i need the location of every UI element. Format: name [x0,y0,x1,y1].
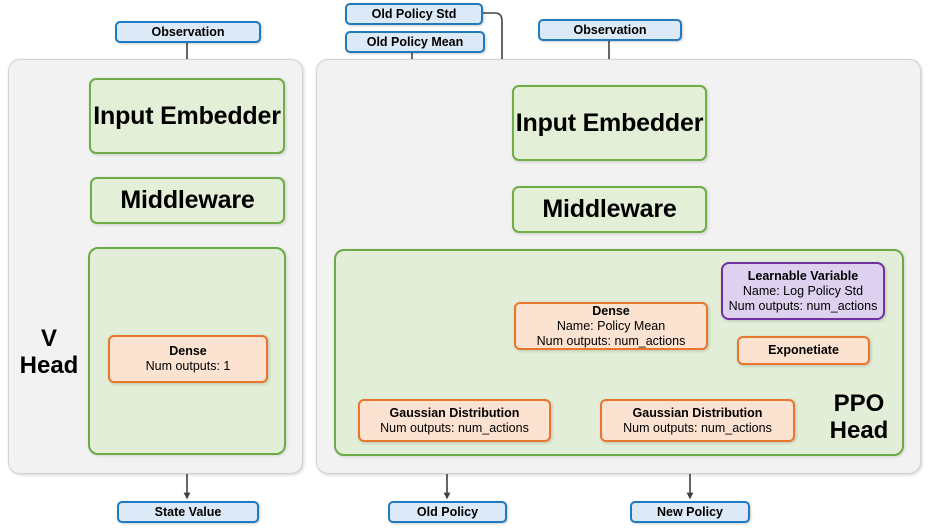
block-title: Exponetiate [768,343,839,357]
v-head-output-state-value[interactable]: State Value [117,501,259,523]
block-title: Gaussian Distribution [632,405,763,420]
ppo-input-old-policy-std[interactable]: Old Policy Std [345,3,483,25]
v-head-label: V Head [19,325,79,379]
block-detail-outputs: Num outputs: num_actions [728,298,878,313]
ppo-learnable-variable[interactable]: Learnable Variable Name: Log Policy Std … [721,262,885,320]
ppo-middleware[interactable]: Middleware [512,186,707,233]
ppo-dense-policy-mean[interactable]: Dense Name: Policy Mean Num outputs: num… [514,302,708,350]
ppo-head-label: PPO Head [829,390,889,444]
ppo-output-new-policy[interactable]: New Policy [630,501,750,523]
v-head-input-embedder[interactable]: Input Embedder [89,78,285,154]
block-detail: Num outputs: num_actions [623,420,772,435]
block-detail: Num outputs: num_actions [380,420,529,435]
ppo-input-observation[interactable]: Observation [538,19,682,41]
label: Old Policy Mean [366,35,464,49]
v-head-dense[interactable]: Dense Num outputs: 1 [108,335,268,383]
label: Old Policy [416,505,479,519]
ppo-exponetiate[interactable]: Exponetiate [737,336,870,365]
ppo-input-embedder[interactable]: Input Embedder [512,85,707,161]
block-detail: Num outputs: 1 [145,359,231,373]
v-head-middleware[interactable]: Middleware [90,177,285,224]
label: Observation [573,23,647,37]
block-title: Middleware [120,186,255,214]
block-title: Input Embedder [515,108,704,137]
v-head-input-observation[interactable]: Observation [115,21,261,43]
block-title: Input Embedder [93,101,281,130]
block-title: Dense [169,344,207,358]
ppo-output-old-policy[interactable]: Old Policy [388,501,507,523]
ppo-gaussian-distribution-new[interactable]: Gaussian Distribution Num outputs: num_a… [600,399,795,442]
block-title: Dense [592,303,630,318]
label: State Value [154,505,222,519]
label: New Policy [657,505,723,519]
block-detail-name: Name: Policy Mean [556,318,666,333]
block-title: Gaussian Distribution [389,405,520,420]
label: Old Policy Std [371,7,457,21]
block-detail-name: Name: Log Policy Std [742,283,864,298]
block-title: Learnable Variable [747,268,859,283]
ppo-gaussian-distribution-old[interactable]: Gaussian Distribution Num outputs: num_a… [358,399,551,442]
block-detail-outputs: Num outputs: num_actions [536,333,686,348]
block-title: Middleware [542,195,677,223]
label: Observation [151,25,225,39]
ppo-input-old-policy-mean[interactable]: Old Policy Mean [345,31,485,53]
